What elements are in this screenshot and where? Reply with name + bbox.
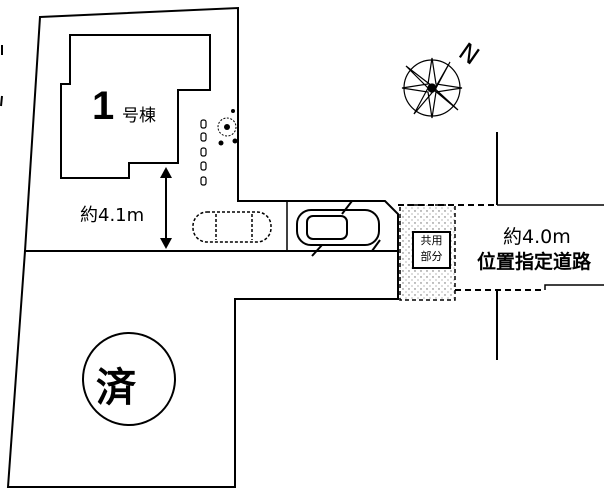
dimension-label: 約4.1m xyxy=(80,205,145,226)
arrow-head-up xyxy=(160,167,172,178)
compass-rose-icon xyxy=(401,57,463,119)
arrow-head-down xyxy=(160,238,172,249)
shared-area-line1: 共用 xyxy=(420,234,443,247)
car-icon xyxy=(296,200,381,257)
road-lines xyxy=(398,132,604,360)
building-name: 号棟 xyxy=(122,106,156,126)
road-type-label: 位置指定道路 xyxy=(477,251,592,273)
sold-stamp xyxy=(82,332,176,426)
edge-mark xyxy=(0,95,3,107)
shared-area-label: 共用 部分 xyxy=(412,231,451,269)
sold-mark: 済 xyxy=(96,365,136,411)
building-number: 1 xyxy=(92,84,115,128)
car-icon-dashed xyxy=(192,211,272,243)
shared-area-line2: 部分 xyxy=(420,250,443,263)
building-footprint xyxy=(60,34,211,179)
fence-posts xyxy=(200,119,207,186)
road-width-label: 約4.0m xyxy=(503,226,571,248)
tree-icon xyxy=(217,109,238,146)
sold-lot-boundary xyxy=(6,250,399,488)
